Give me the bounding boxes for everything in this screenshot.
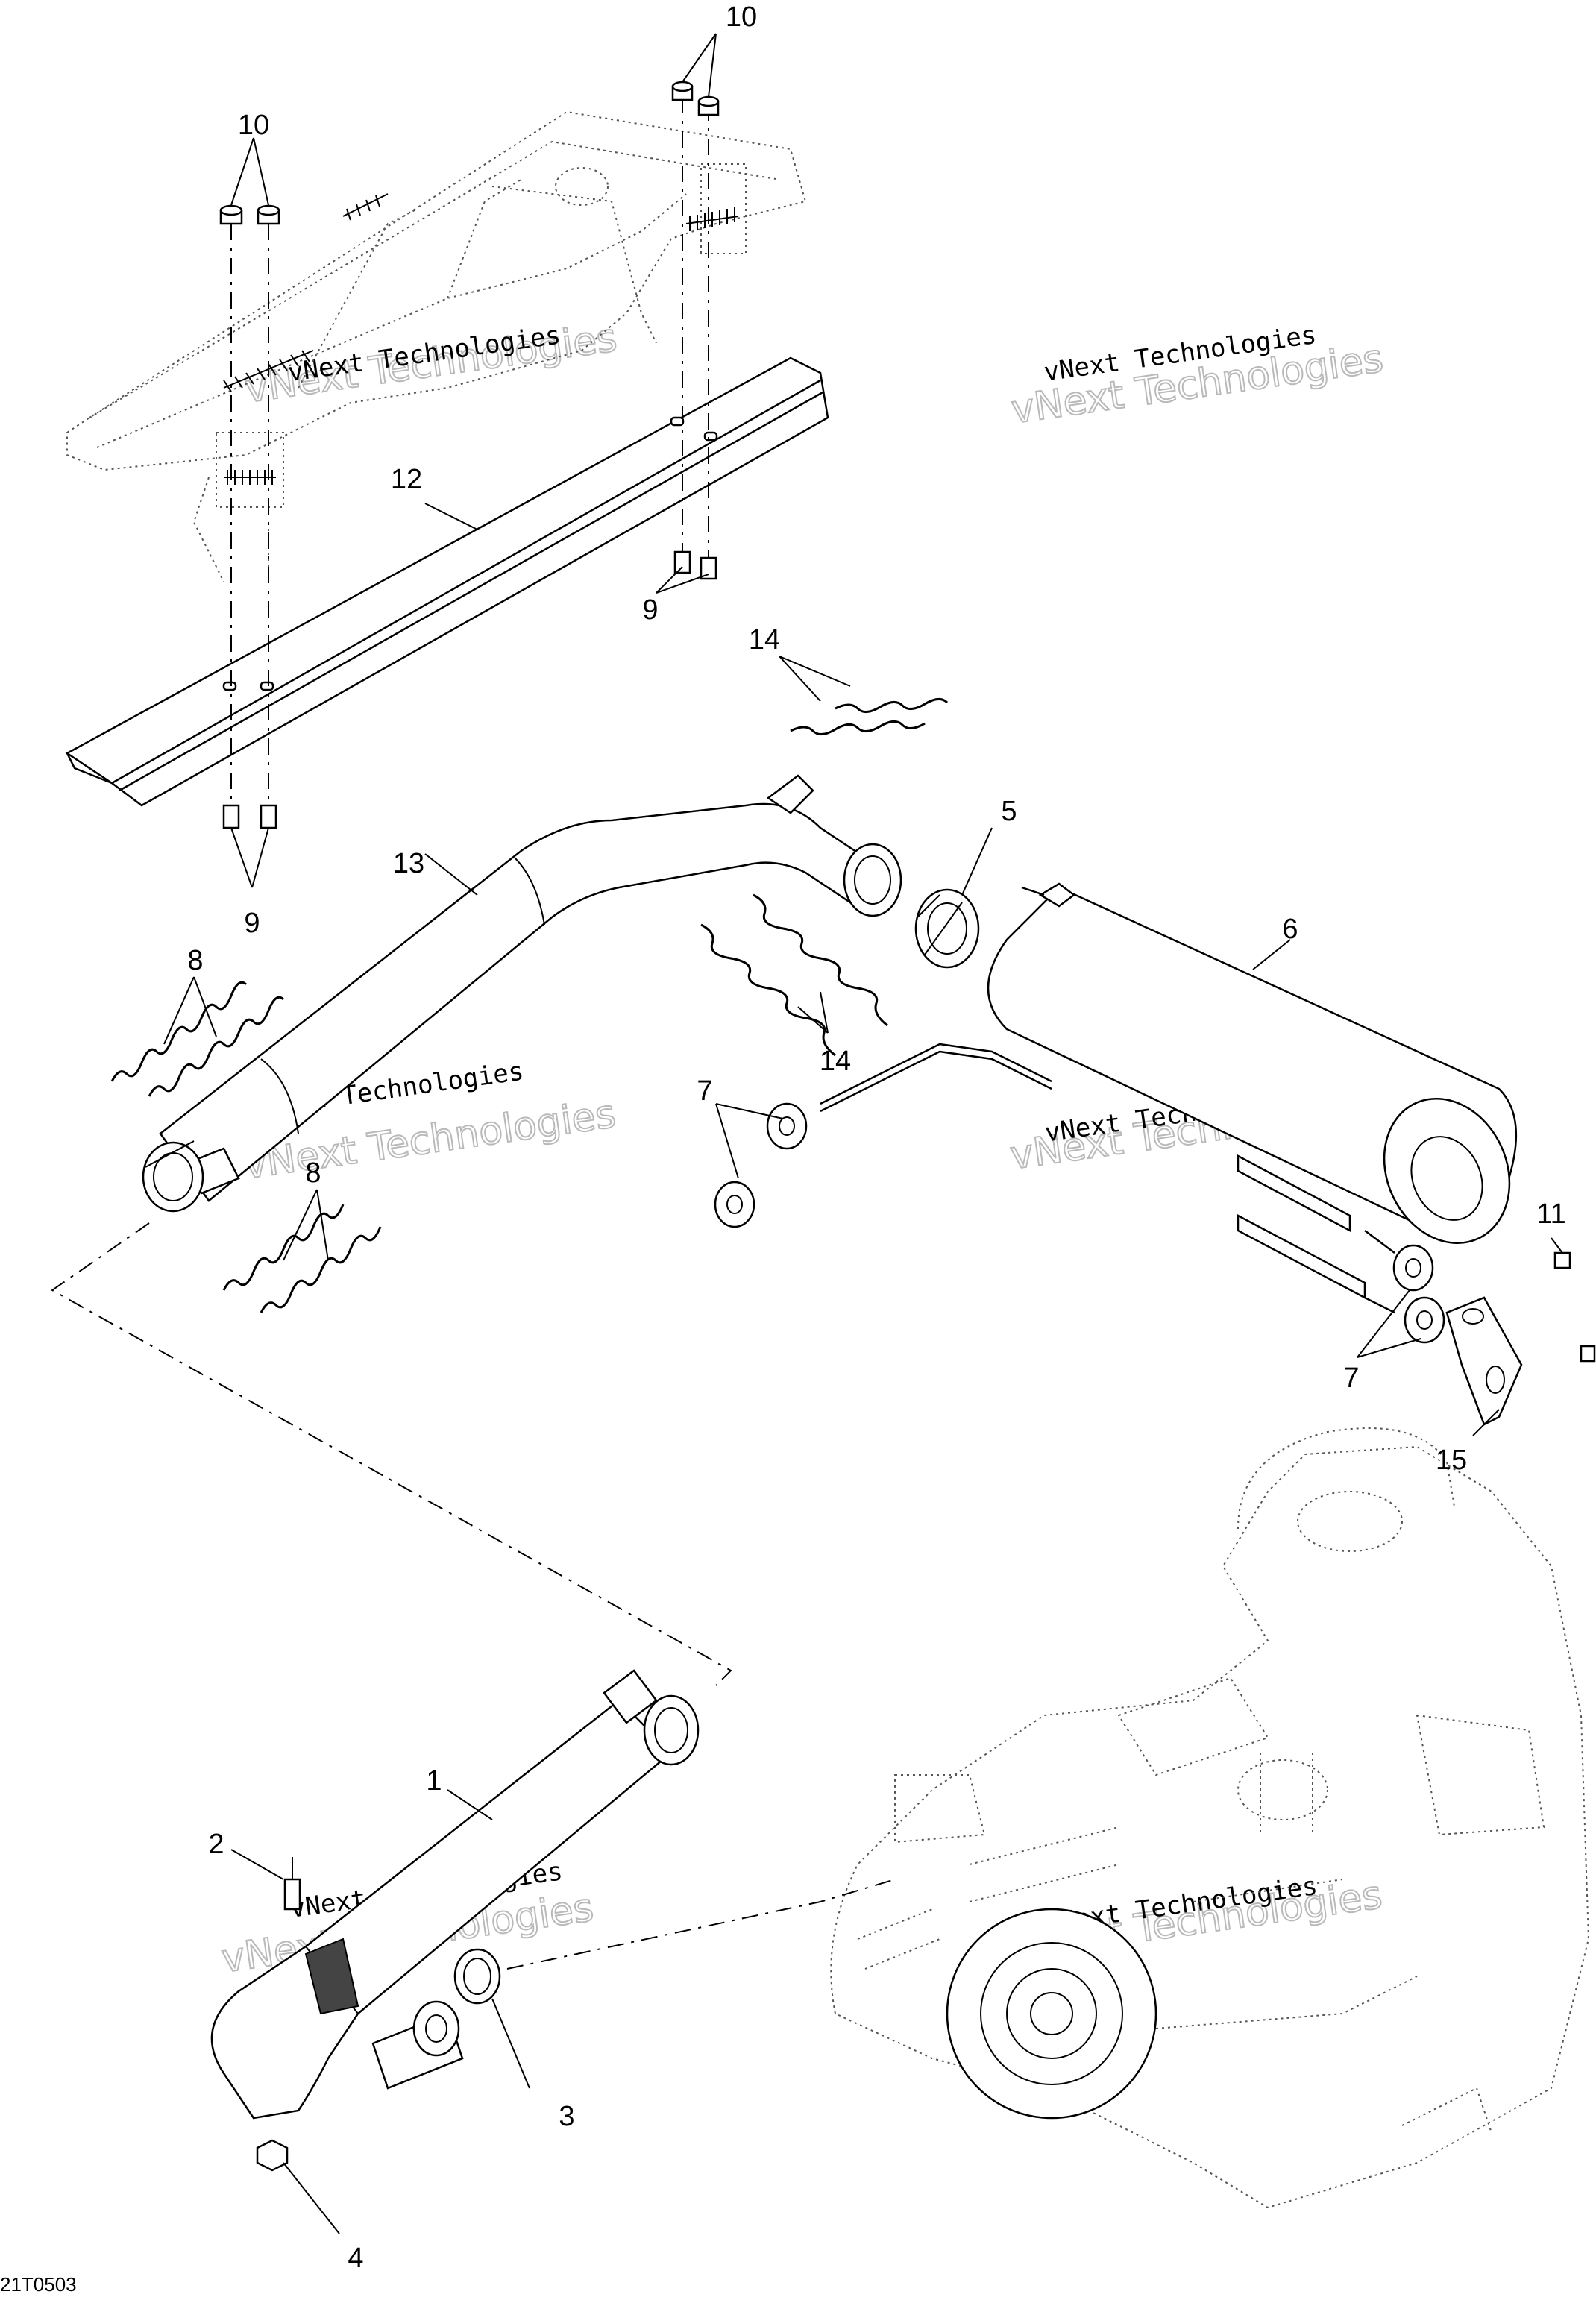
callout-4: 4 <box>348 2243 363 2274</box>
callout-14-top: 14 <box>749 624 780 656</box>
callout-1: 1 <box>426 1765 442 1797</box>
callout-14-mid: 14 <box>820 1046 851 1077</box>
watermark-top-right: vNext Technologies vNext Technologies <box>1008 320 1386 433</box>
callout-12: 12 <box>391 464 422 495</box>
muffler <box>820 882 1518 1314</box>
grommets-right <box>1392 1244 1445 1344</box>
heat-shield <box>65 356 829 807</box>
muffler-bracket <box>1445 1251 1596 1426</box>
callout-3: 3 <box>559 2101 574 2132</box>
grommets-left <box>714 1102 808 1228</box>
callout-10-left: 10 <box>238 110 269 141</box>
callout-9-left: 9 <box>244 908 260 939</box>
callout-7-right: 7 <box>1343 1363 1359 1394</box>
callout-15: 15 <box>1436 1445 1467 1476</box>
springs-14-mid <box>700 893 888 1057</box>
callout-8-top: 8 <box>187 945 203 976</box>
header-nut <box>256 2139 289 2172</box>
callout-9-right: 9 <box>642 594 658 626</box>
callout-11: 11 <box>1536 1198 1565 1230</box>
callout-13: 13 <box>393 848 424 879</box>
callouts: 10 10 12 9 14 9 13 5 6 8 14 7 8 11 7 15 … <box>187 1 1565 2274</box>
callout-7-left: 7 <box>697 1075 712 1107</box>
fasteners-left <box>219 204 280 829</box>
springs-14-top <box>790 698 949 735</box>
middle-pipe <box>142 774 902 1213</box>
header-gasket <box>453 1948 501 2005</box>
watermark-top-left: vNext Technologies vNext Technologies <box>242 315 621 412</box>
muffler-gasket <box>914 888 980 969</box>
callout-10-top-right: 10 <box>726 1 757 33</box>
callout-2: 2 <box>208 1829 224 1860</box>
assembly-connection-lines <box>51 1222 896 1970</box>
callout-8-bottom: 8 <box>305 1157 321 1189</box>
callout-6: 6 <box>1282 914 1298 945</box>
callout-5: 5 <box>1001 796 1017 827</box>
springs-8-bottom <box>222 1204 382 1313</box>
fasteners-right <box>671 81 720 580</box>
springs-8-top <box>110 981 285 1097</box>
header-pipe <box>210 1669 700 2120</box>
header-stud <box>283 1857 301 1911</box>
figure-reference-code: 21T0503 <box>0 2273 77 2296</box>
engine-phantom <box>830 1427 1590 2209</box>
leader-lines <box>163 33 1563 2234</box>
vehicle-frame-phantom <box>66 110 807 582</box>
